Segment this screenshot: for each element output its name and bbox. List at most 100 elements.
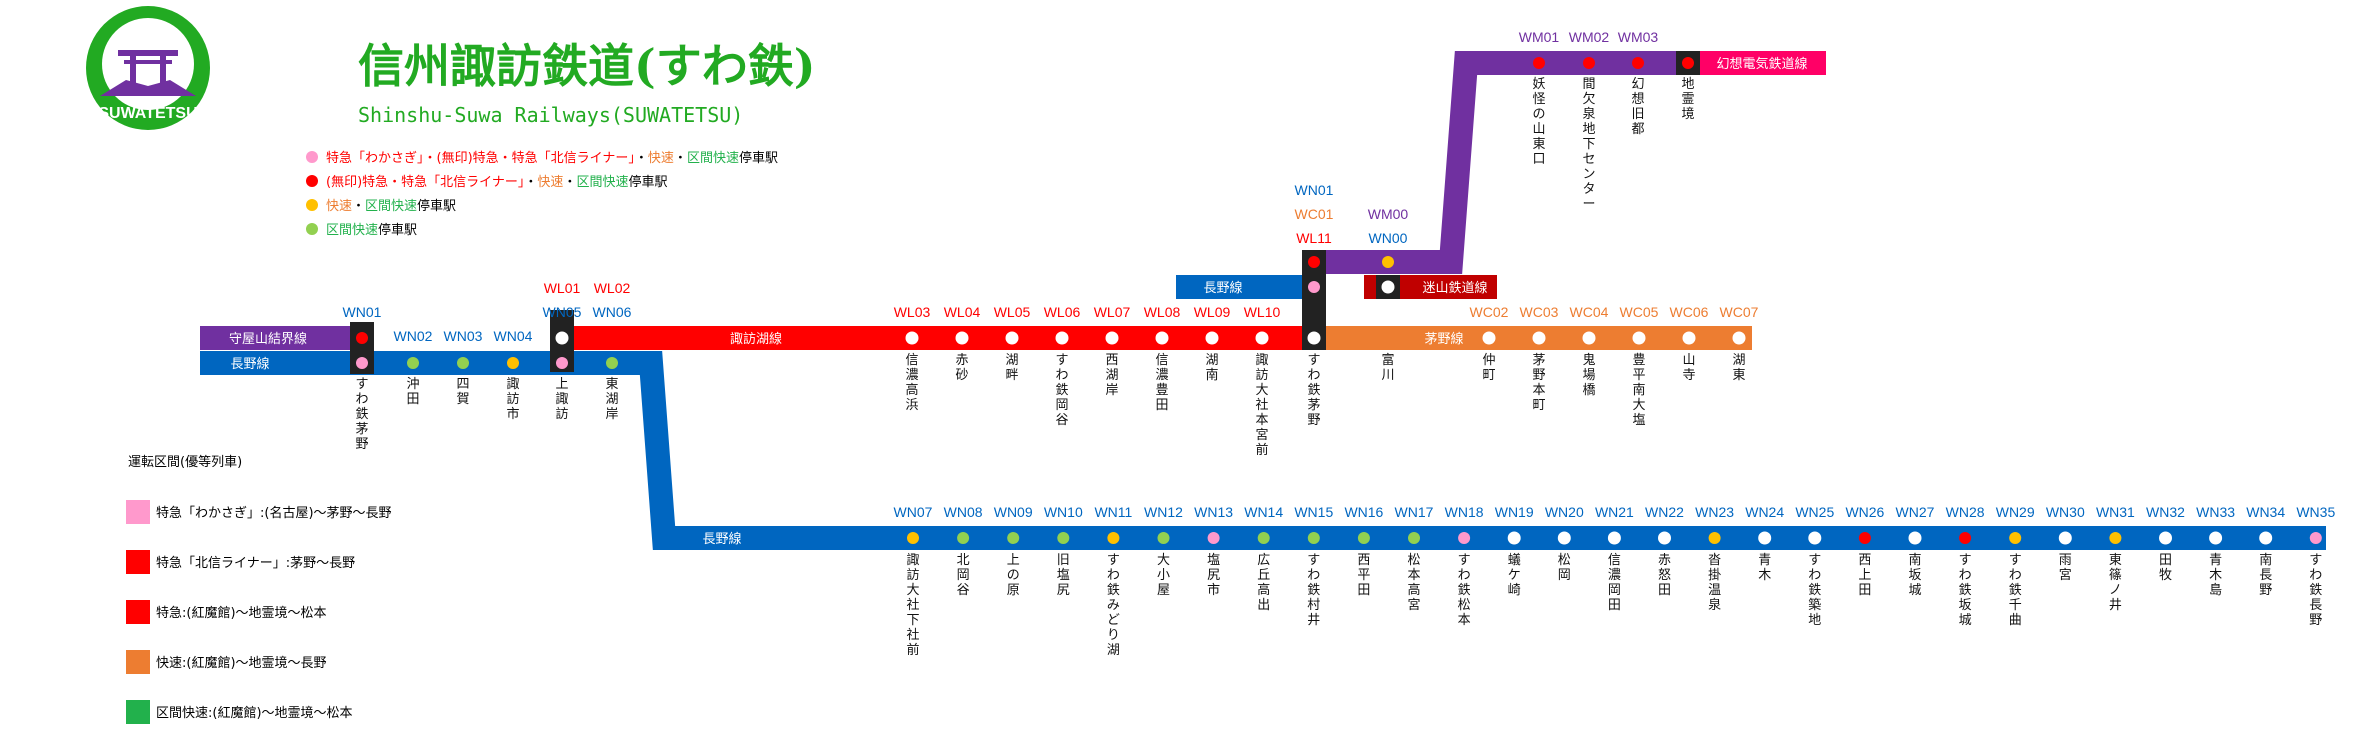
station-name-char: 曲 <box>2009 613 2022 628</box>
service-swatch <box>126 550 150 574</box>
stop-marker-green <box>1257 532 1270 544</box>
station-name-char: の <box>1532 107 1545 122</box>
station-name-char: 松 <box>1407 553 1420 568</box>
station-name-char: 尻 <box>1207 568 1220 583</box>
stop-marker-green <box>1007 532 1020 544</box>
station-name-char: 牧 <box>2159 568 2172 583</box>
station-name-char: 沖 <box>406 377 419 392</box>
station-name-char: 大 <box>1255 383 1268 398</box>
station-name: 西平田 <box>1357 553 1370 598</box>
station-name-char: ノ <box>2109 583 2122 598</box>
legend-part: ・ <box>352 199 365 214</box>
legend-part: 区間快速 <box>576 175 628 190</box>
station-name-char: す <box>2309 553 2322 568</box>
station-name-char: 社 <box>906 597 919 613</box>
station-name: 茅野本町 <box>1532 353 1545 413</box>
station-name: 豊平南大塩 <box>1632 353 1645 428</box>
station-name-char: 旧 <box>1057 553 1070 568</box>
station-name: すわ鉄築地 <box>1808 553 1821 628</box>
legend-part: 停車駅 <box>628 174 667 190</box>
station-name-char: 田 <box>1155 398 1168 413</box>
station-code: WN32 <box>2146 504 2185 520</box>
stop-marker-green <box>1057 532 1070 544</box>
station-name-char: 訪 <box>555 406 568 422</box>
station-name-char: 諏 <box>906 552 919 568</box>
legend-part: ・ <box>635 151 648 166</box>
station-name: 四賀 <box>456 377 469 407</box>
stop-legend: 特急「わかさぎ」・(無印)特急・特急「北信ライナー」・快速・区間快速停車駅(無印… <box>306 150 778 238</box>
legend-part: 快速 <box>537 175 563 190</box>
station-name-char: 砂 <box>955 368 968 383</box>
station-name-char: 沓 <box>1708 553 1721 568</box>
station-code: WN07 <box>894 504 933 520</box>
station-name-char: 城 <box>1959 613 1972 628</box>
station-name: 諏訪大社下社前 <box>906 552 919 658</box>
station-name-char: 前 <box>1255 442 1268 458</box>
station-name-char: 霊 <box>1681 92 1694 107</box>
station-name-char: 南 <box>1908 552 1921 568</box>
station-code: WN01 <box>1295 182 1334 198</box>
station-name-char: の <box>1007 568 1020 583</box>
station-name-char: 本 <box>1532 383 1545 398</box>
station-name-char: す <box>355 377 368 392</box>
stop-marker-red <box>1308 256 1320 268</box>
line-labels: 守屋山結界線長野線諏訪湖線長野線茅野線長野線迷山鉄道線守屋山結界線幻想電気鉄道線 <box>229 56 1808 547</box>
stop-marker-red <box>1533 57 1545 69</box>
stop-marker-green <box>957 532 970 544</box>
station-name-char: 濃 <box>1608 568 1621 583</box>
stop-marker-pink <box>1207 532 1220 544</box>
station-name-char: 高 <box>1407 582 1420 598</box>
station-name-char: わ <box>1307 368 1320 383</box>
service-label: 特急「わかさぎ」:(名古屋)～茅野～長野 <box>156 505 392 521</box>
station-name-char: 小 <box>1157 568 1170 583</box>
station-name-char: 岡 <box>957 568 970 583</box>
station-name: 青木島 <box>2209 553 2222 598</box>
station-name: 田牧 <box>2159 553 2172 583</box>
station-name-char: す <box>1107 553 1120 568</box>
station-code: WM02 <box>1569 29 1610 45</box>
station-code: WL07 <box>1094 304 1131 320</box>
station-code: WL08 <box>1144 304 1181 320</box>
station-name: 間欠泉地下センター <box>1582 77 1595 212</box>
stop-marker-white <box>1005 331 1019 345</box>
page-title: 信州諏訪鉄道(すわ鉄) <box>358 39 816 93</box>
station-name: すわ鉄茅野 <box>355 377 368 452</box>
stop-marker-white <box>1255 331 1269 345</box>
station-name-char: 訪 <box>1255 367 1268 383</box>
station-name-char: 旧 <box>1631 107 1644 122</box>
station-name: 上の原 <box>1007 553 1020 598</box>
stop-marker-white <box>1908 531 1922 545</box>
station-name-char: 田 <box>406 392 419 407</box>
station-name: すわ鉄坂城 <box>1959 553 1972 628</box>
station-name-char: 鉄 <box>1959 583 1972 598</box>
station-code: WC04 <box>1570 304 1609 320</box>
service-swatch <box>126 600 150 624</box>
station-name-char: 鉄 <box>1307 383 1320 398</box>
station-name: すわ鉄茅野 <box>1307 353 1320 428</box>
station-name-char: 松 <box>1458 598 1471 613</box>
station-name-char: 鉄 <box>1808 583 1821 598</box>
station-name-char: わ <box>1959 568 1972 583</box>
page-subtitle: Shinshu-Suwa Railways(SUWATETSU) <box>358 103 743 127</box>
station-name-char: わ <box>1307 568 1320 583</box>
station-name: 幻想旧都 <box>1631 77 1644 137</box>
station-name-char: 下 <box>1582 137 1595 152</box>
station-name-char: 怒 <box>1658 568 1671 583</box>
station-name-char: 上 <box>1007 553 1020 568</box>
station-name-char: 信 <box>1155 353 1168 368</box>
legend-part: 区間快速 <box>365 199 417 214</box>
station-name: 旧塩尻 <box>1057 553 1070 598</box>
legend-part: 停車駅 <box>739 150 778 166</box>
station-name: 鬼場橋 <box>1582 352 1595 398</box>
station-code: WN13 <box>1194 504 1233 520</box>
line-label-nagano_mid: 長野線 <box>1203 280 1242 296</box>
station-name-char: 山 <box>1682 353 1695 368</box>
station-name: 雨宮 <box>2059 553 2072 583</box>
station-code: WN23 <box>1695 504 1734 520</box>
station-name-char: 塩 <box>1057 568 1070 583</box>
station-name-char: 湖 <box>1105 368 1118 383</box>
station-name-char: 湖 <box>1205 353 1218 368</box>
station-code: WN17 <box>1395 504 1434 520</box>
station-name-char: 茅 <box>1307 398 1320 413</box>
station-code: WN27 <box>1896 504 1935 520</box>
